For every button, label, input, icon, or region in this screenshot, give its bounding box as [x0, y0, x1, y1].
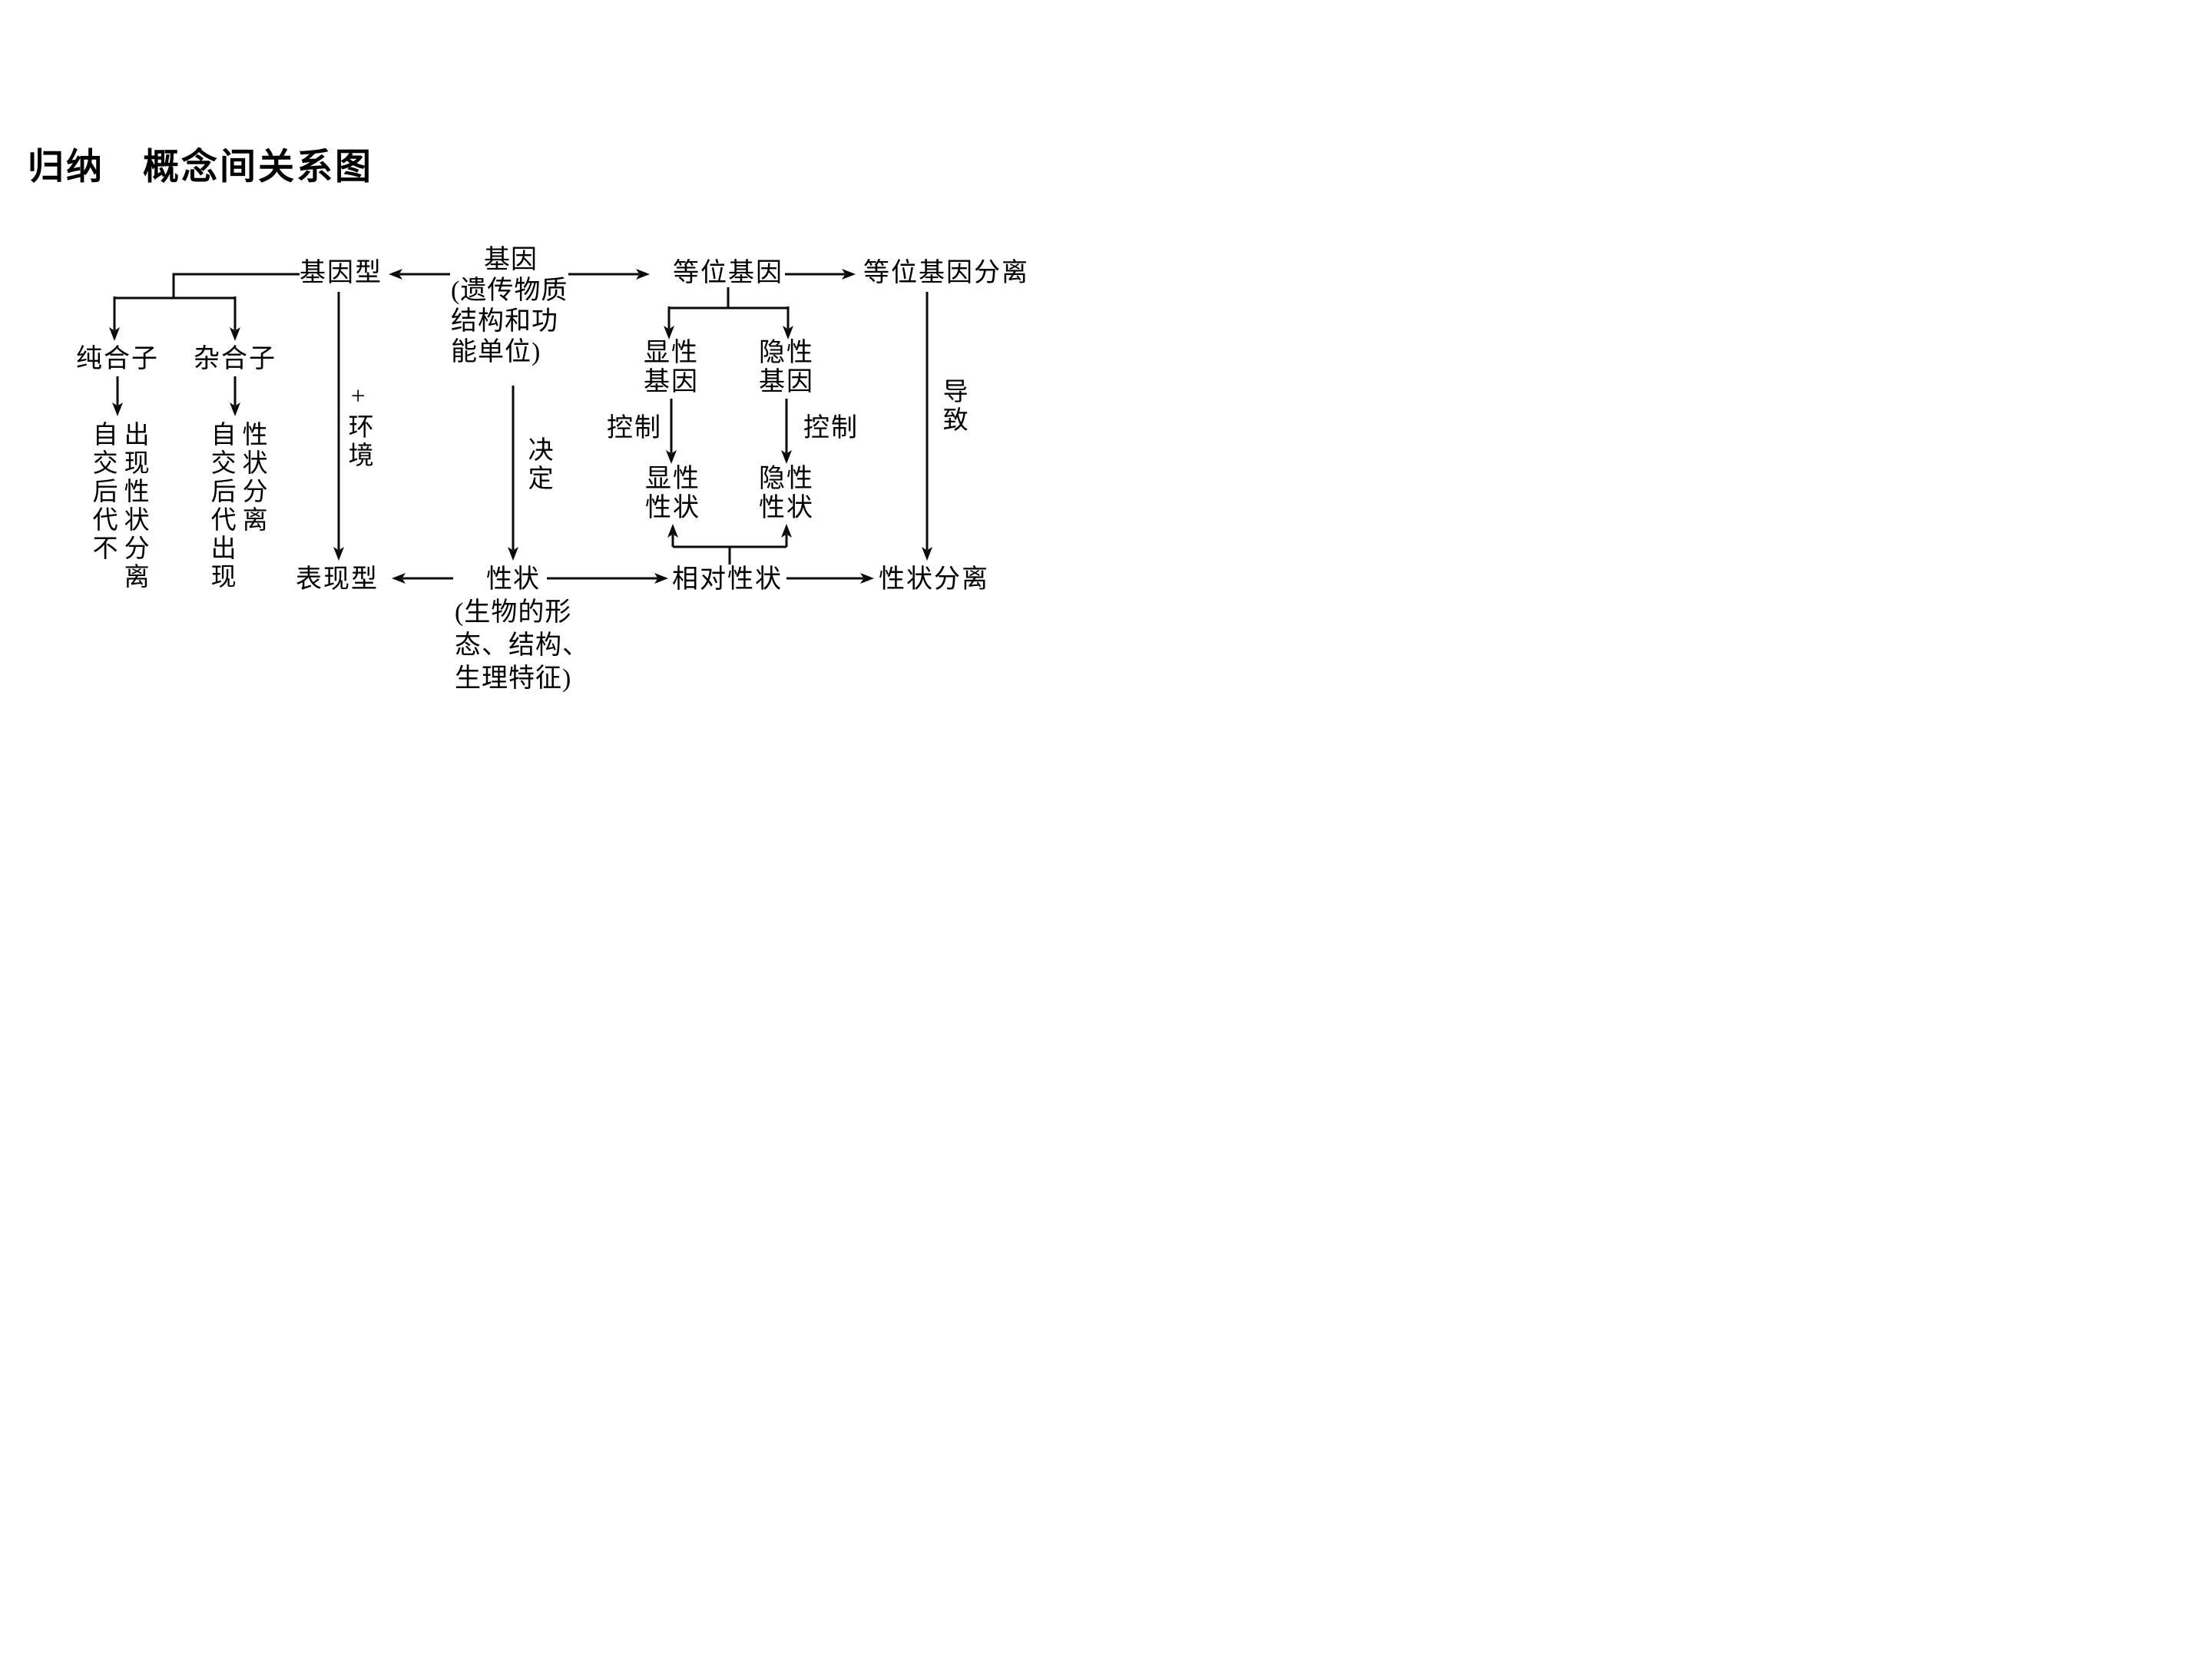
gene-note-line3: 能单位) [451, 338, 541, 366]
gene-note-line2: 结构和功 [451, 307, 558, 336]
dominant-trait-line1: 显性 [645, 465, 700, 493]
homozygote-result-col2: 出现性状分离 [120, 421, 148, 591]
heterozygote-result-col1: 自交后代出现 [207, 421, 235, 591]
trait-note-line2: 态、结构、 [455, 631, 589, 660]
edge-label-leads-to: 导致 [939, 378, 967, 435]
node-gene: 基因 (遗传物质 结构和功 能单位) [451, 245, 571, 368]
node-dominant-trait: 显性 性状 [645, 465, 700, 523]
node-allele-segregation: 等位基因分离 [863, 259, 1029, 287]
page-title: 归纳 概念间关系图 [28, 146, 373, 187]
dominant-gene-line1: 显性 [644, 339, 699, 367]
node-dominant-gene: 显性 基因 [644, 339, 699, 397]
slide: 归纳 概念间关系图 [0, 0, 1106, 830]
node-homozygote: 纯合子 [76, 345, 159, 373]
edge-label-control-left: 控制 [607, 414, 662, 442]
node-heterozygote: 杂合子 [194, 345, 276, 373]
edge-label-control-right: 控制 [803, 414, 859, 442]
dominant-trait-line2: 性状 [645, 494, 700, 522]
diagram-connectors [109, 269, 932, 584]
recessive-gene-line1: 隐性 [759, 339, 814, 367]
node-recessive-trait: 隐性 性状 [759, 465, 814, 523]
gene-note-line1: (遗传物质 [451, 276, 568, 305]
recessive-trait-line2: 性状 [759, 494, 814, 522]
dominant-gene-line2: 基因 [644, 368, 699, 396]
edge-label-determines: 决定 [524, 436, 552, 493]
node-recessive-gene: 隐性 基因 [759, 339, 814, 397]
node-genotype: 基因型 [300, 259, 382, 287]
trait-label: 性状 [486, 565, 540, 594]
recessive-gene-line2: 基因 [759, 368, 814, 396]
gene-label: 基因 [484, 246, 538, 274]
trait-note-line1: (生物的形 [455, 598, 572, 627]
homozygote-result-col1: 自交后代不 [88, 421, 117, 563]
node-alleles: 等位基因 [673, 259, 783, 287]
node-trait: 性状 (生物的形 态、结构、 生理特征) [455, 563, 589, 695]
node-relative-trait: 相对性状 [672, 565, 783, 594]
node-trait-segregation: 性状分离 [879, 565, 989, 594]
heterozygote-result-col2: 性状分离 [238, 421, 267, 535]
edge-label-plus-environment: +环境 [344, 382, 373, 470]
recessive-trait-line1: 隐性 [759, 465, 814, 493]
trait-note-line3: 生理特征) [455, 664, 572, 693]
node-phenotype: 表现型 [296, 565, 379, 594]
